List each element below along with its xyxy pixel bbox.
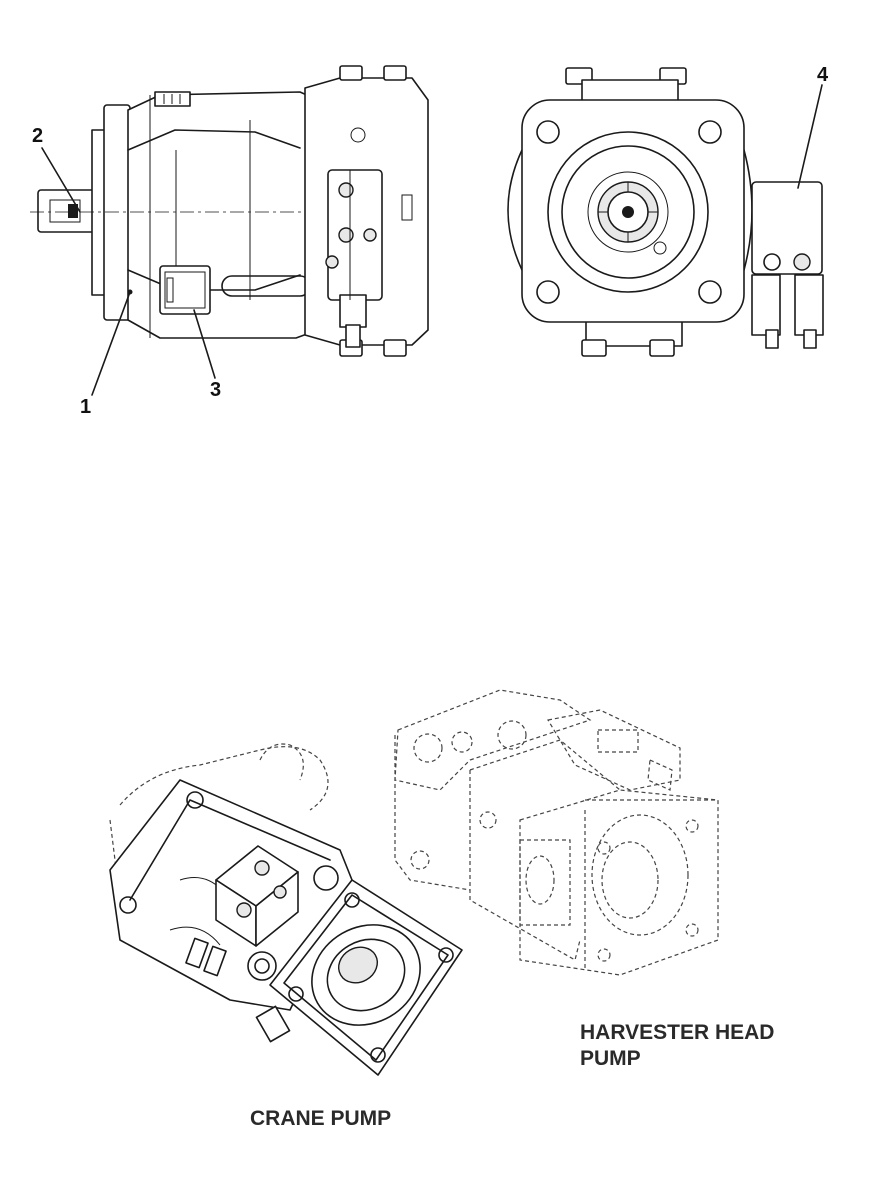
callout-3: 3 — [210, 379, 222, 401]
pump-housing — [127, 91, 319, 339]
harvester-head-pump-caption: HARVESTER HEAD PUMP — [580, 1020, 774, 1073]
leader-2 — [41, 147, 81, 213]
crane-control-valve — [185, 845, 299, 977]
side-view-pump — [30, 65, 429, 396]
control-valve — [325, 169, 383, 348]
callout-2: 2 — [32, 125, 44, 147]
leader-1 — [91, 291, 131, 396]
crane-pump-caption: CRANE PUMP — [250, 1107, 392, 1130]
drive-shaft — [37, 189, 97, 233]
leader-4 — [797, 84, 823, 189]
callout-4: 4 — [817, 64, 829, 86]
harvester-head-pump — [394, 689, 719, 976]
side-valve-block — [751, 181, 824, 349]
leader-3 — [193, 309, 216, 379]
mounting-flange — [91, 104, 131, 321]
name-plate — [159, 265, 211, 315]
crane-front-flange — [255, 879, 463, 1076]
front-view-pump — [507, 67, 824, 357]
harvester-caption-line1: HARVESTER HEAD — [580, 1021, 775, 1044]
harvester-caption-line2: PUMP — [580, 1047, 641, 1071]
crane-pump — [109, 743, 463, 1076]
callout-1: 1 — [80, 396, 92, 418]
